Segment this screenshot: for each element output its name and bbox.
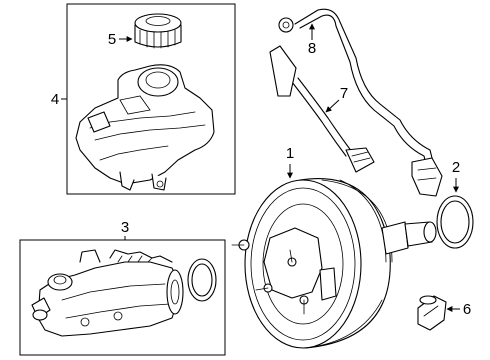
vacuum-sensor xyxy=(417,295,447,331)
callout-1: 1 xyxy=(286,145,294,179)
callout-6-label: 6 xyxy=(463,301,471,318)
callout-3-label: 3 xyxy=(121,219,129,236)
callout-5: 5 xyxy=(108,31,133,48)
callout-4: 4 xyxy=(51,91,67,108)
master-cylinder xyxy=(31,249,184,337)
brake-fluid-reservoir xyxy=(75,64,215,191)
callout-8: 8 xyxy=(308,23,316,57)
callout-2-label: 2 xyxy=(452,159,460,176)
brake-booster xyxy=(231,178,437,349)
master-cylinder-box xyxy=(19,239,226,356)
vacuum-hose xyxy=(269,45,375,173)
callout-7: 7 xyxy=(325,85,348,113)
callout-2: 2 xyxy=(452,159,460,193)
callout-1-label: 1 xyxy=(286,145,294,162)
master-cylinder-seal xyxy=(187,258,217,302)
wiring-harness xyxy=(278,8,443,197)
booster-gasket xyxy=(436,195,474,249)
callout-7-label: 7 xyxy=(340,85,348,102)
callout-6: 6 xyxy=(446,301,471,318)
reservoir-cap xyxy=(134,13,182,49)
callout-5-label: 5 xyxy=(108,31,116,48)
callout-3: 3 xyxy=(121,219,129,240)
callout-4-label: 4 xyxy=(51,91,59,108)
callout-8-label: 8 xyxy=(308,40,316,57)
